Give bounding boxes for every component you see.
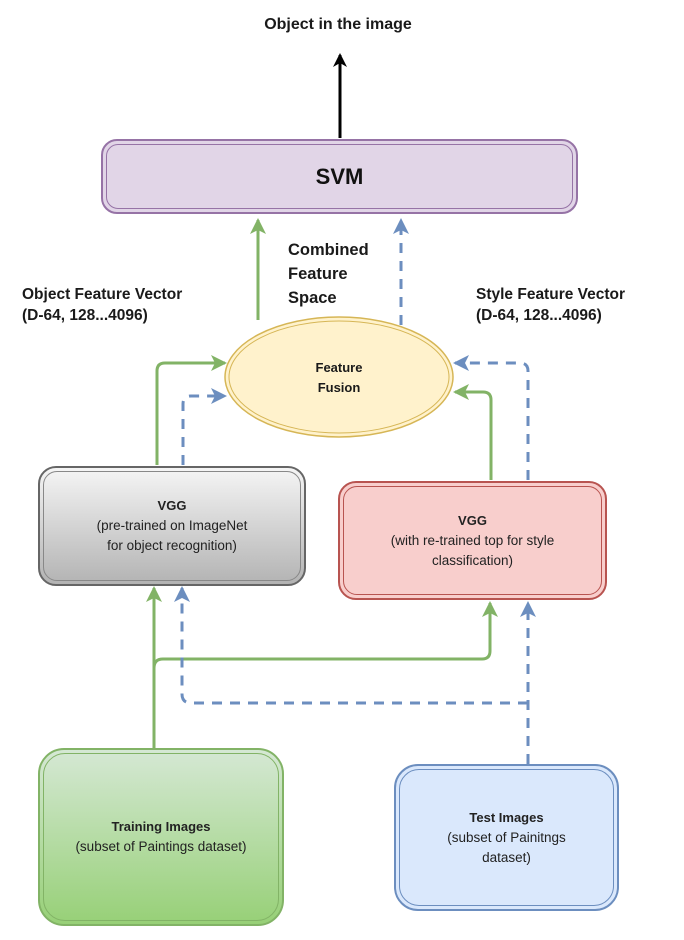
feature-fusion-node: [224, 316, 454, 438]
test-images-node: Test Images (subset of Painitngs dataset…: [394, 764, 619, 911]
edge-vgg-object-to-fusion-train: [155, 355, 227, 465]
test-images-node-title: Test Images: [469, 809, 544, 825]
edge-test-to-vgg-object: [174, 586, 528, 705]
style-feature-vector-label: Style Feature Vector (D-64, 128...4096): [476, 286, 626, 324]
object-feature-vector-label: Object Feature Vector (D-64, 128...4096): [22, 286, 183, 324]
vgg-object-node-title: VGG: [157, 498, 187, 513]
edge-vgg-object-to-fusion-test: [181, 388, 227, 465]
combined-feature-space-label: Combined Feature Space: [288, 241, 369, 307]
vgg-style-node-title: VGG: [458, 512, 487, 528]
training-images-node-title: Training Images: [111, 819, 211, 834]
vgg-object-node-subtitle: (pre-trained on ImageNet for object reco…: [96, 518, 248, 553]
output-label: Object in the image: [264, 16, 412, 33]
edge-training-to-vgg-style: [152, 601, 498, 669]
vgg-style-node: VGG (with re-trained top for style class…: [338, 481, 607, 600]
vgg-style-node-subtitle: (with re-trained top for style classific…: [390, 532, 555, 568]
svm-node-title: SVM: [315, 163, 364, 189]
svm-node: SVM: [101, 139, 578, 214]
test-images-node-subtitle: (subset of Painitngs dataset): [447, 829, 566, 865]
vgg-object-node: VGG (pre-trained on ImageNet for object …: [38, 466, 306, 586]
feature-fusion-label: Feature Fusion: [315, 360, 363, 395]
feature-fusion-node-inner: [228, 320, 450, 434]
training-images-node-subtitle: (subset of Paintings dataset): [75, 839, 247, 854]
edge-vgg-style-to-fusion-test: [453, 355, 530, 480]
training-images-node: Training Images (subset of Paintings dat…: [38, 748, 284, 926]
edge-vgg-style-to-fusion-train: [453, 384, 493, 480]
